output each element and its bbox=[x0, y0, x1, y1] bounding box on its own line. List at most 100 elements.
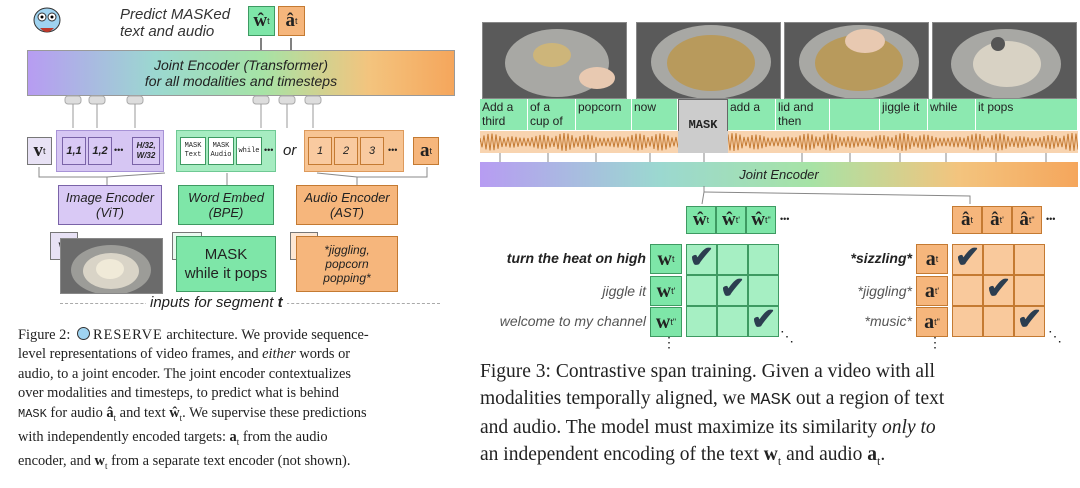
mask-text-token: MASK Text bbox=[180, 137, 206, 165]
patch-ellipsis: ••• bbox=[114, 145, 124, 155]
audio-row-label-3: *music* bbox=[864, 313, 912, 329]
text-row-label-2: jiggle it bbox=[602, 283, 646, 299]
audio-grid-cell bbox=[983, 275, 1014, 306]
checkmark-icon: ✔ bbox=[689, 241, 715, 274]
audio-token-1: 1 bbox=[308, 137, 332, 165]
text-grid-cell bbox=[748, 306, 779, 337]
text-grid-ddots: ⋱ bbox=[780, 328, 794, 344]
mask-audio-token: MASK Audio bbox=[208, 137, 234, 165]
audio-input-description: *jiggling, popcorn popping* bbox=[296, 236, 398, 292]
word-cell: popcorn bbox=[576, 99, 632, 130]
video-frame-1 bbox=[482, 22, 627, 99]
checkmark-icon: ✔ bbox=[1017, 303, 1043, 336]
word-cell: lid and then bbox=[776, 99, 830, 130]
checkmark-icon: ✔ bbox=[751, 303, 777, 336]
audio-grid-ddots: ⋱ bbox=[1048, 328, 1062, 344]
audio-row-label-1: *sizzling* bbox=[850, 250, 912, 266]
joint-encoder-transformer: Joint Encoder (Transformer) for all moda… bbox=[27, 50, 455, 96]
text-grid-cell bbox=[717, 275, 748, 306]
figure-2-caption: Figure 2: RESERVE architecture. We provi… bbox=[18, 327, 369, 472]
audio-token-2: 2 bbox=[334, 137, 358, 165]
audio-header-ellipsis: ••• bbox=[1046, 214, 1056, 224]
text-grid-cell bbox=[717, 244, 748, 275]
checkmark-icon: ✔ bbox=[986, 272, 1012, 305]
audio-row-label-2: *jiggling* bbox=[857, 283, 912, 299]
text-ellipsis: ••• bbox=[264, 145, 274, 155]
joint-encoder: Joint Encoder bbox=[480, 162, 1078, 187]
text-row-label-3: welcome to my channel bbox=[499, 313, 646, 329]
checkmark-icon: ✔ bbox=[720, 272, 746, 305]
text-row-label-1: turn the heat on high bbox=[506, 250, 646, 266]
text-grid-cell bbox=[686, 306, 717, 337]
inputs-label: inputs for segment t bbox=[146, 294, 287, 311]
image-encoder-vit: Image Encoder (ViT) bbox=[58, 185, 162, 225]
patch-token-last: H/32, W/32 bbox=[132, 137, 160, 165]
patch-token-2: 1,2 bbox=[88, 137, 112, 165]
audio-token-3: 3 bbox=[360, 137, 384, 165]
reserve-mascot-small-icon bbox=[76, 327, 90, 340]
audio-grid-cell bbox=[952, 306, 983, 337]
word-cell: add a bbox=[728, 99, 776, 130]
audio-grid-cell bbox=[952, 275, 983, 306]
video-frame-2 bbox=[636, 22, 781, 99]
encoder-routing-arrows bbox=[701, 186, 971, 205]
audio-grid-cell bbox=[1014, 275, 1045, 306]
word-cell: jiggle it bbox=[880, 99, 928, 130]
predict-title: Predict MASKed text and audio bbox=[120, 6, 231, 40]
word-strip bbox=[480, 99, 1078, 130]
word-cell bbox=[830, 99, 880, 130]
strip-to-encoder-arrows bbox=[499, 153, 1047, 162]
word-cell: now bbox=[632, 99, 678, 130]
or-label: or bbox=[283, 142, 297, 159]
audio-encoder-ast: Audio Encoder (AST) bbox=[296, 185, 398, 225]
audio-grid-vdots: ⋮ bbox=[928, 334, 942, 350]
figure-3-caption: Figure 3: Contrastive span training. Giv… bbox=[480, 361, 945, 468]
encoder-connectors bbox=[38, 167, 428, 187]
reserve-mascot-icon bbox=[30, 4, 64, 38]
masked-text-input: MASK while it pops bbox=[176, 236, 276, 292]
patch-token-1: 1,1 bbox=[62, 137, 86, 165]
audio-ellipsis: ••• bbox=[388, 145, 398, 155]
word-cell: it pops bbox=[976, 99, 1078, 130]
text-grid-cell bbox=[686, 275, 717, 306]
text-grid-cell bbox=[748, 244, 779, 275]
audio-grid-cell bbox=[1014, 306, 1045, 337]
encoder-output-nubs bbox=[64, 95, 322, 128]
word-cell: while bbox=[928, 99, 976, 130]
word-cell: of a cup of bbox=[528, 99, 576, 130]
audio-grid-cell bbox=[983, 306, 1014, 337]
output-arrows bbox=[260, 38, 292, 50]
audio-grid-cell bbox=[952, 244, 983, 275]
text-header-ellipsis: ••• bbox=[780, 214, 790, 224]
text-grid-cell bbox=[717, 306, 748, 337]
text-grid-cell bbox=[686, 244, 717, 275]
video-frame-3 bbox=[784, 22, 929, 99]
word-cell: Add a third bbox=[480, 99, 528, 130]
video-frame-4 bbox=[932, 22, 1077, 99]
text-grid-vdots: ⋮ bbox=[662, 334, 676, 350]
video-frame-image bbox=[60, 238, 163, 294]
audio-waveform bbox=[480, 131, 1078, 153]
text-grid-cell bbox=[748, 275, 779, 306]
audio-grid-cell bbox=[983, 244, 1014, 275]
word-token-while: while bbox=[236, 137, 262, 165]
checkmark-icon: ✔ bbox=[955, 241, 981, 274]
audio-grid-cell bbox=[1014, 244, 1045, 275]
word-embed-bpe: Word Embed (BPE) bbox=[178, 185, 274, 225]
